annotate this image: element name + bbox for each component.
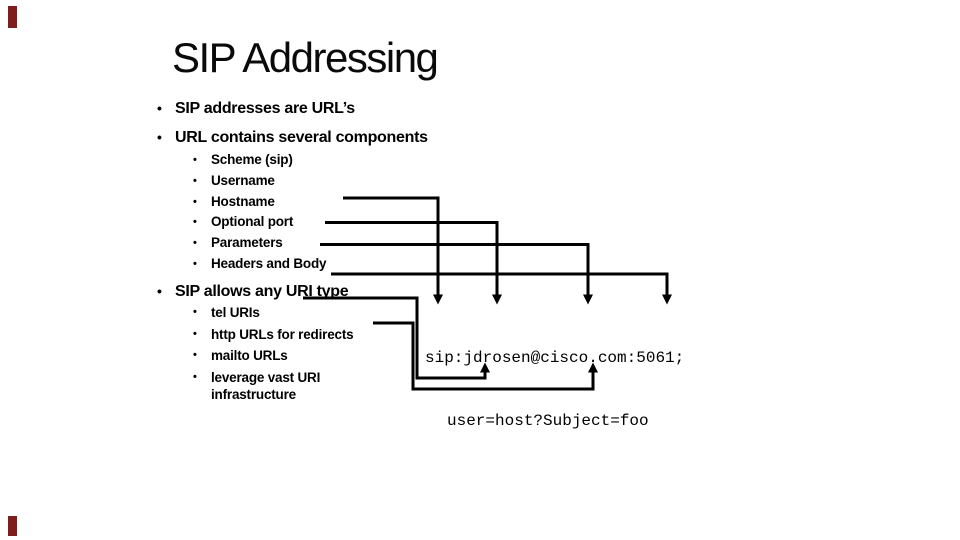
bullet-icon: • — [193, 327, 197, 340]
connector-parameters-arrow — [320, 243, 593, 305]
list-item-parameters: • Parameters — [193, 233, 326, 254]
list-item-mailto-urls: • mailto URLs — [193, 347, 353, 364]
bullet-label: SIP allows any URI type — [175, 283, 349, 300]
bullet-icon: • — [193, 154, 197, 166]
list-item-label: http URLs for redirects — [211, 326, 354, 342]
list-item-label: mailto URLs — [211, 348, 288, 364]
list-item-hostname: • Hostname — [193, 192, 326, 213]
bullet-icon: • — [193, 257, 197, 270]
bullet-label: SIP addresses are URL’s — [175, 100, 355, 117]
bullet-icon: • — [157, 100, 162, 116]
list-item-tel-uris: • tel URIs — [193, 304, 353, 321]
list-item-label: Scheme (sip) — [211, 152, 293, 167]
list-item-label: tel URIs — [211, 305, 260, 320]
sip-uri-example: sip:jdrosen@cisco.com:5061; user=host?Su… — [425, 306, 684, 474]
bullet-url-components: • URL contains several components — [157, 128, 428, 147]
list-item-headers-body: • Headers and Body — [193, 254, 327, 275]
bullet-icon: • — [157, 129, 162, 145]
list-item-leverage-uri: • leverage vast URI infrastructure — [193, 369, 353, 403]
bullet-uri-type: • SIP allows any URI type — [157, 282, 349, 301]
sip-uri-line2: user=host?Subject=foo — [447, 412, 649, 430]
list-item-http-urls: • http URLs for redirects — [193, 326, 354, 343]
bullet-sip-addresses: • SIP addresses are URL’s — [157, 99, 355, 118]
list-item-label: Hostname — [211, 193, 275, 209]
slide-deco-bottom-left — [8, 516, 17, 536]
url-components-list: • Scheme (sip) • Username • Hostname • Optio… — [193, 150, 327, 275]
slide-title: SIP Addressing — [172, 34, 439, 81]
list-item-label: Headers and Body — [211, 255, 327, 271]
list-item-label: Username — [211, 172, 275, 188]
bullet-icon: • — [193, 174, 197, 187]
bullet-icon: • — [193, 195, 197, 208]
connector-headers-body-arrow — [331, 272, 672, 305]
uri-type-list: • tel URIs • http URLs for redirects • mail… — [193, 304, 354, 407]
list-item-username: • Username — [193, 171, 326, 192]
connector-optional-port-arrow — [325, 221, 502, 305]
bullet-icon: • — [193, 216, 197, 229]
list-item-label: Parameters — [211, 235, 283, 251]
slide-deco-top-left — [8, 6, 17, 28]
bullet-icon: • — [193, 237, 197, 250]
bullet-icon: • — [157, 283, 162, 299]
sip-uri-line1: sip:jdrosen@cisco.com:5061; — [425, 349, 685, 367]
bullet-icon: • — [193, 370, 197, 383]
bullet-label: URL contains several components — [175, 129, 428, 146]
connector-hostname-arrow — [343, 196, 443, 305]
list-item-optional-port: • Optional port — [193, 212, 326, 233]
list-item-scheme: • Scheme (sip) — [193, 150, 326, 171]
list-item-label: Optional port — [211, 214, 294, 230]
list-item-label: leverage vast URI infrastructure — [211, 369, 321, 402]
bullet-icon: • — [193, 306, 197, 318]
bullet-icon: • — [193, 349, 197, 362]
